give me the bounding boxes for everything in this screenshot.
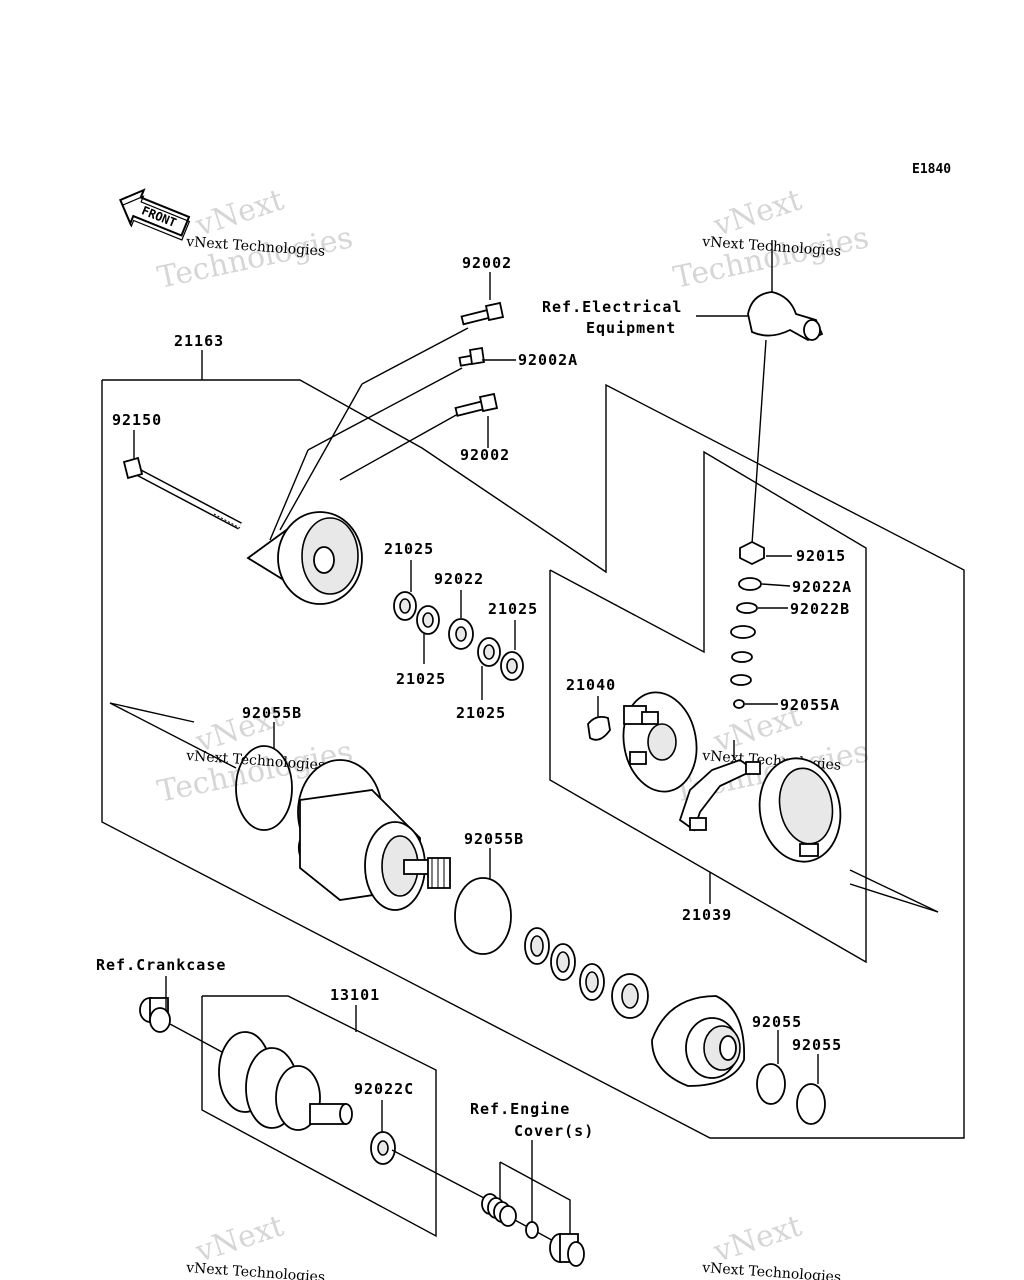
label-21025-b: 21025 [488,600,538,618]
front-arrow-icon: FRONT [119,188,191,241]
label-92002-bottom: 92002 [460,446,510,464]
svg-text:Technologies: Technologies [670,220,871,296]
label-92002A: 92002A [518,351,578,369]
watermark-top-right: vNext Technologies vNext Technologies [670,183,871,296]
label-21025-a: 21025 [384,540,434,558]
bolt-guide [269,449,309,541]
insulator-washer[interactable] [730,625,756,639]
bolt-92002-top[interactable] [460,301,505,326]
label-13101: 13101 [330,986,380,1004]
label-92022C: 92022C [354,1080,414,1098]
washer-92022B[interactable] [736,602,758,614]
label-92150: 92150 [112,411,162,429]
label-92055-b: 92055 [792,1036,842,1054]
label-21025-d: 21025 [456,704,506,722]
label-21039: 21039 [682,906,732,924]
label-92002-top: 92002 [462,254,512,272]
svg-text:vNext Technologies: vNext Technologies [185,1260,326,1280]
label-92022B: 92022B [790,600,850,618]
leader [391,1149,485,1199]
insulator-washer[interactable] [730,674,752,686]
washer-92022A[interactable] [738,577,762,591]
label-ref-electrical-1: Ref.Electrical [542,298,682,316]
brush-cover-housing[interactable] [752,752,849,868]
starter-clutch-gear[interactable] [218,1031,353,1131]
leader [761,583,791,587]
washer-hole [399,598,411,614]
label-92055B-left: 92055B [242,704,302,722]
engine-cover-bushing[interactable] [549,1233,585,1267]
o-ring-92055-b[interactable] [796,1083,826,1125]
assembly-outline-13101 [201,995,437,1238]
rear-end-cover[interactable] [246,511,363,605]
through-bolt-92150[interactable] [122,456,242,530]
watermark-bottom-right: vNext vNext Technologies [701,1209,842,1280]
lock-plate[interactable] [611,973,649,1019]
washer-hole [455,626,467,642]
washer-hole [506,658,518,674]
shim-hole [530,935,544,957]
label-21025-c: 21025 [396,670,446,688]
watermark-top-left: vNext Technologies vNext Technologies [154,183,355,296]
label-92055-a: 92055 [752,1013,802,1031]
motor-yoke[interactable] [297,759,451,911]
washer-hole [483,644,495,660]
spring[interactable] [481,1193,517,1227]
guide-line [109,702,237,769]
svg-text:vNext Technologies: vNext Technologies [701,1260,842,1280]
label-21040: 21040 [566,676,616,694]
label-92055A: 92055A [780,696,840,714]
terminal-rod [751,339,767,545]
bolt-guide [279,383,363,531]
washer-hole [422,612,434,628]
brush-holder-plate[interactable] [678,740,761,832]
bolt-guide [307,367,463,451]
guide-line [849,869,939,913]
guide-line [849,883,939,913]
o-ring-92055A[interactable] [733,699,745,709]
brush-spring-21040[interactable] [587,715,611,741]
label-ref-engine-2: Cover(s) [514,1122,594,1140]
o-ring-92055-a[interactable] [756,1063,786,1105]
bolt-92002A[interactable] [458,346,486,367]
label-ref-electrical-2: Equipment [586,319,676,337]
label-92022: 92022 [434,570,484,588]
o-ring-92055B-left[interactable] [235,745,293,831]
guide-line [109,702,195,723]
washer-hole [377,1140,389,1156]
front-end-cover[interactable] [651,995,745,1087]
shim-hole [556,951,570,973]
pinion-gear [427,857,451,889]
bolt-92002-bottom[interactable] [454,392,499,417]
label-92055B-mid: 92055B [464,830,524,848]
o-ring-92055B-mid[interactable] [454,877,512,955]
insulator-washer[interactable] [731,651,753,663]
label-21163: 21163 [174,332,224,350]
shim-hole [585,971,599,993]
crankcase-bushing[interactable] [139,997,171,1033]
small-washer[interactable] [525,1221,539,1239]
label-ref-crankcase: Ref.Crankcase [96,956,226,974]
nut-92015[interactable] [739,540,765,566]
assembly-outline-21039 [549,450,867,964]
diagram-code: E1840 [912,162,951,177]
bolt-guide [361,327,469,385]
watermark-bottom-left: vNext vNext Technologies [185,1209,326,1280]
brush-plate[interactable] [616,687,704,798]
leader [169,1023,223,1053]
terminal-cap[interactable] [747,291,824,342]
assembly-outline-21163 [101,379,965,1139]
bolt-guide [339,413,459,481]
label-92015: 92015 [796,547,846,565]
label-ref-engine-1: Ref.Engine [470,1100,570,1118]
label-92022A: 92022A [792,578,852,596]
